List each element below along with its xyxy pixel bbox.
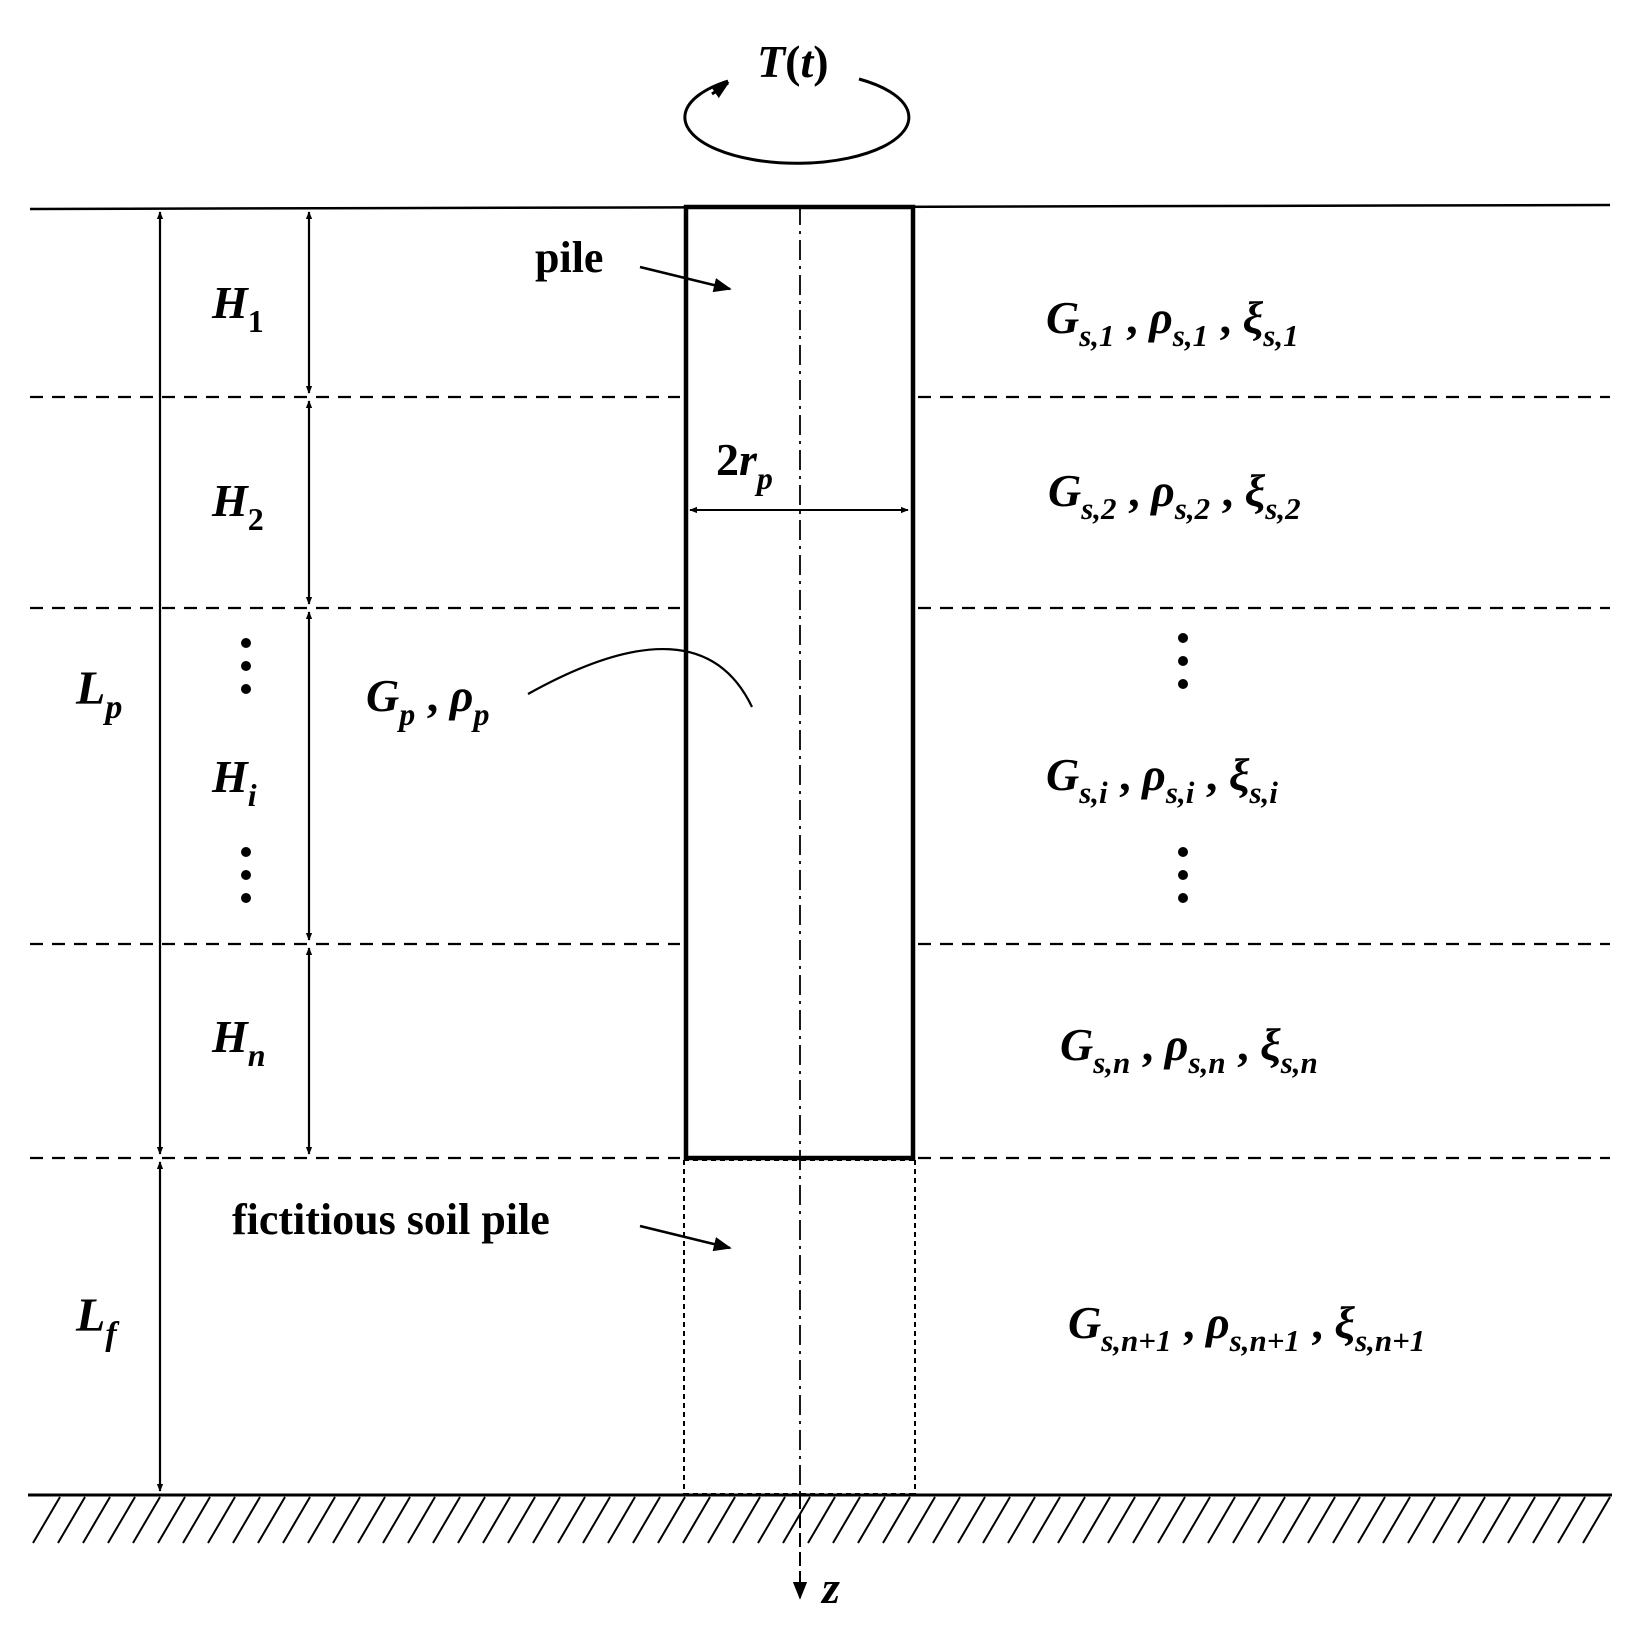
fictitious-soil-pile-label: fictitious soil pile	[232, 1195, 550, 1244]
soil-props-label-1: Gs,1 , ρs,1 , ξs,1	[1046, 292, 1299, 353]
ellipsis-dots	[241, 633, 1188, 903]
soil-props-label-2: Gs,2 , ρs,2 , ξs,2	[1048, 465, 1301, 526]
pile-props-leader	[527, 647, 753, 708]
soil-props-label-n-plus-1: Gs,n+1 , ρs,n+1 , ξs,n+1	[1068, 1297, 1425, 1358]
layer-interfaces	[30, 395, 1610, 1160]
z-axis-label: z	[820, 1562, 840, 1613]
lp-label: Lp	[75, 662, 122, 726]
soil-props-label-n: Gs,n , ρs,n , ξs,n	[1060, 1019, 1318, 1080]
layer-height-label-n: Hn	[211, 1011, 266, 1073]
torque-label: T(t)	[757, 36, 829, 87]
torque-arrowhead	[710, 81, 730, 99]
layer-height-label-1: H1	[211, 277, 264, 339]
layer-height-label-2: H2	[211, 475, 264, 537]
torque-rotation-icon	[683, 77, 911, 165]
pile-label: pile	[535, 233, 603, 282]
pile-pointer-arrow	[639, 265, 732, 293]
layer-height-label-i: Hi	[211, 751, 257, 813]
lf-label: Lf	[75, 1289, 120, 1353]
diameter-label: 2rp	[716, 434, 773, 496]
bedrock-hatching	[32, 1496, 1611, 1544]
soil-props-label-i: Gs,i , ρs,i , ξs,i	[1046, 749, 1278, 810]
pile-properties-label: Gp , ρp	[366, 670, 489, 732]
fictitious-pointer-arrow	[639, 1224, 732, 1252]
